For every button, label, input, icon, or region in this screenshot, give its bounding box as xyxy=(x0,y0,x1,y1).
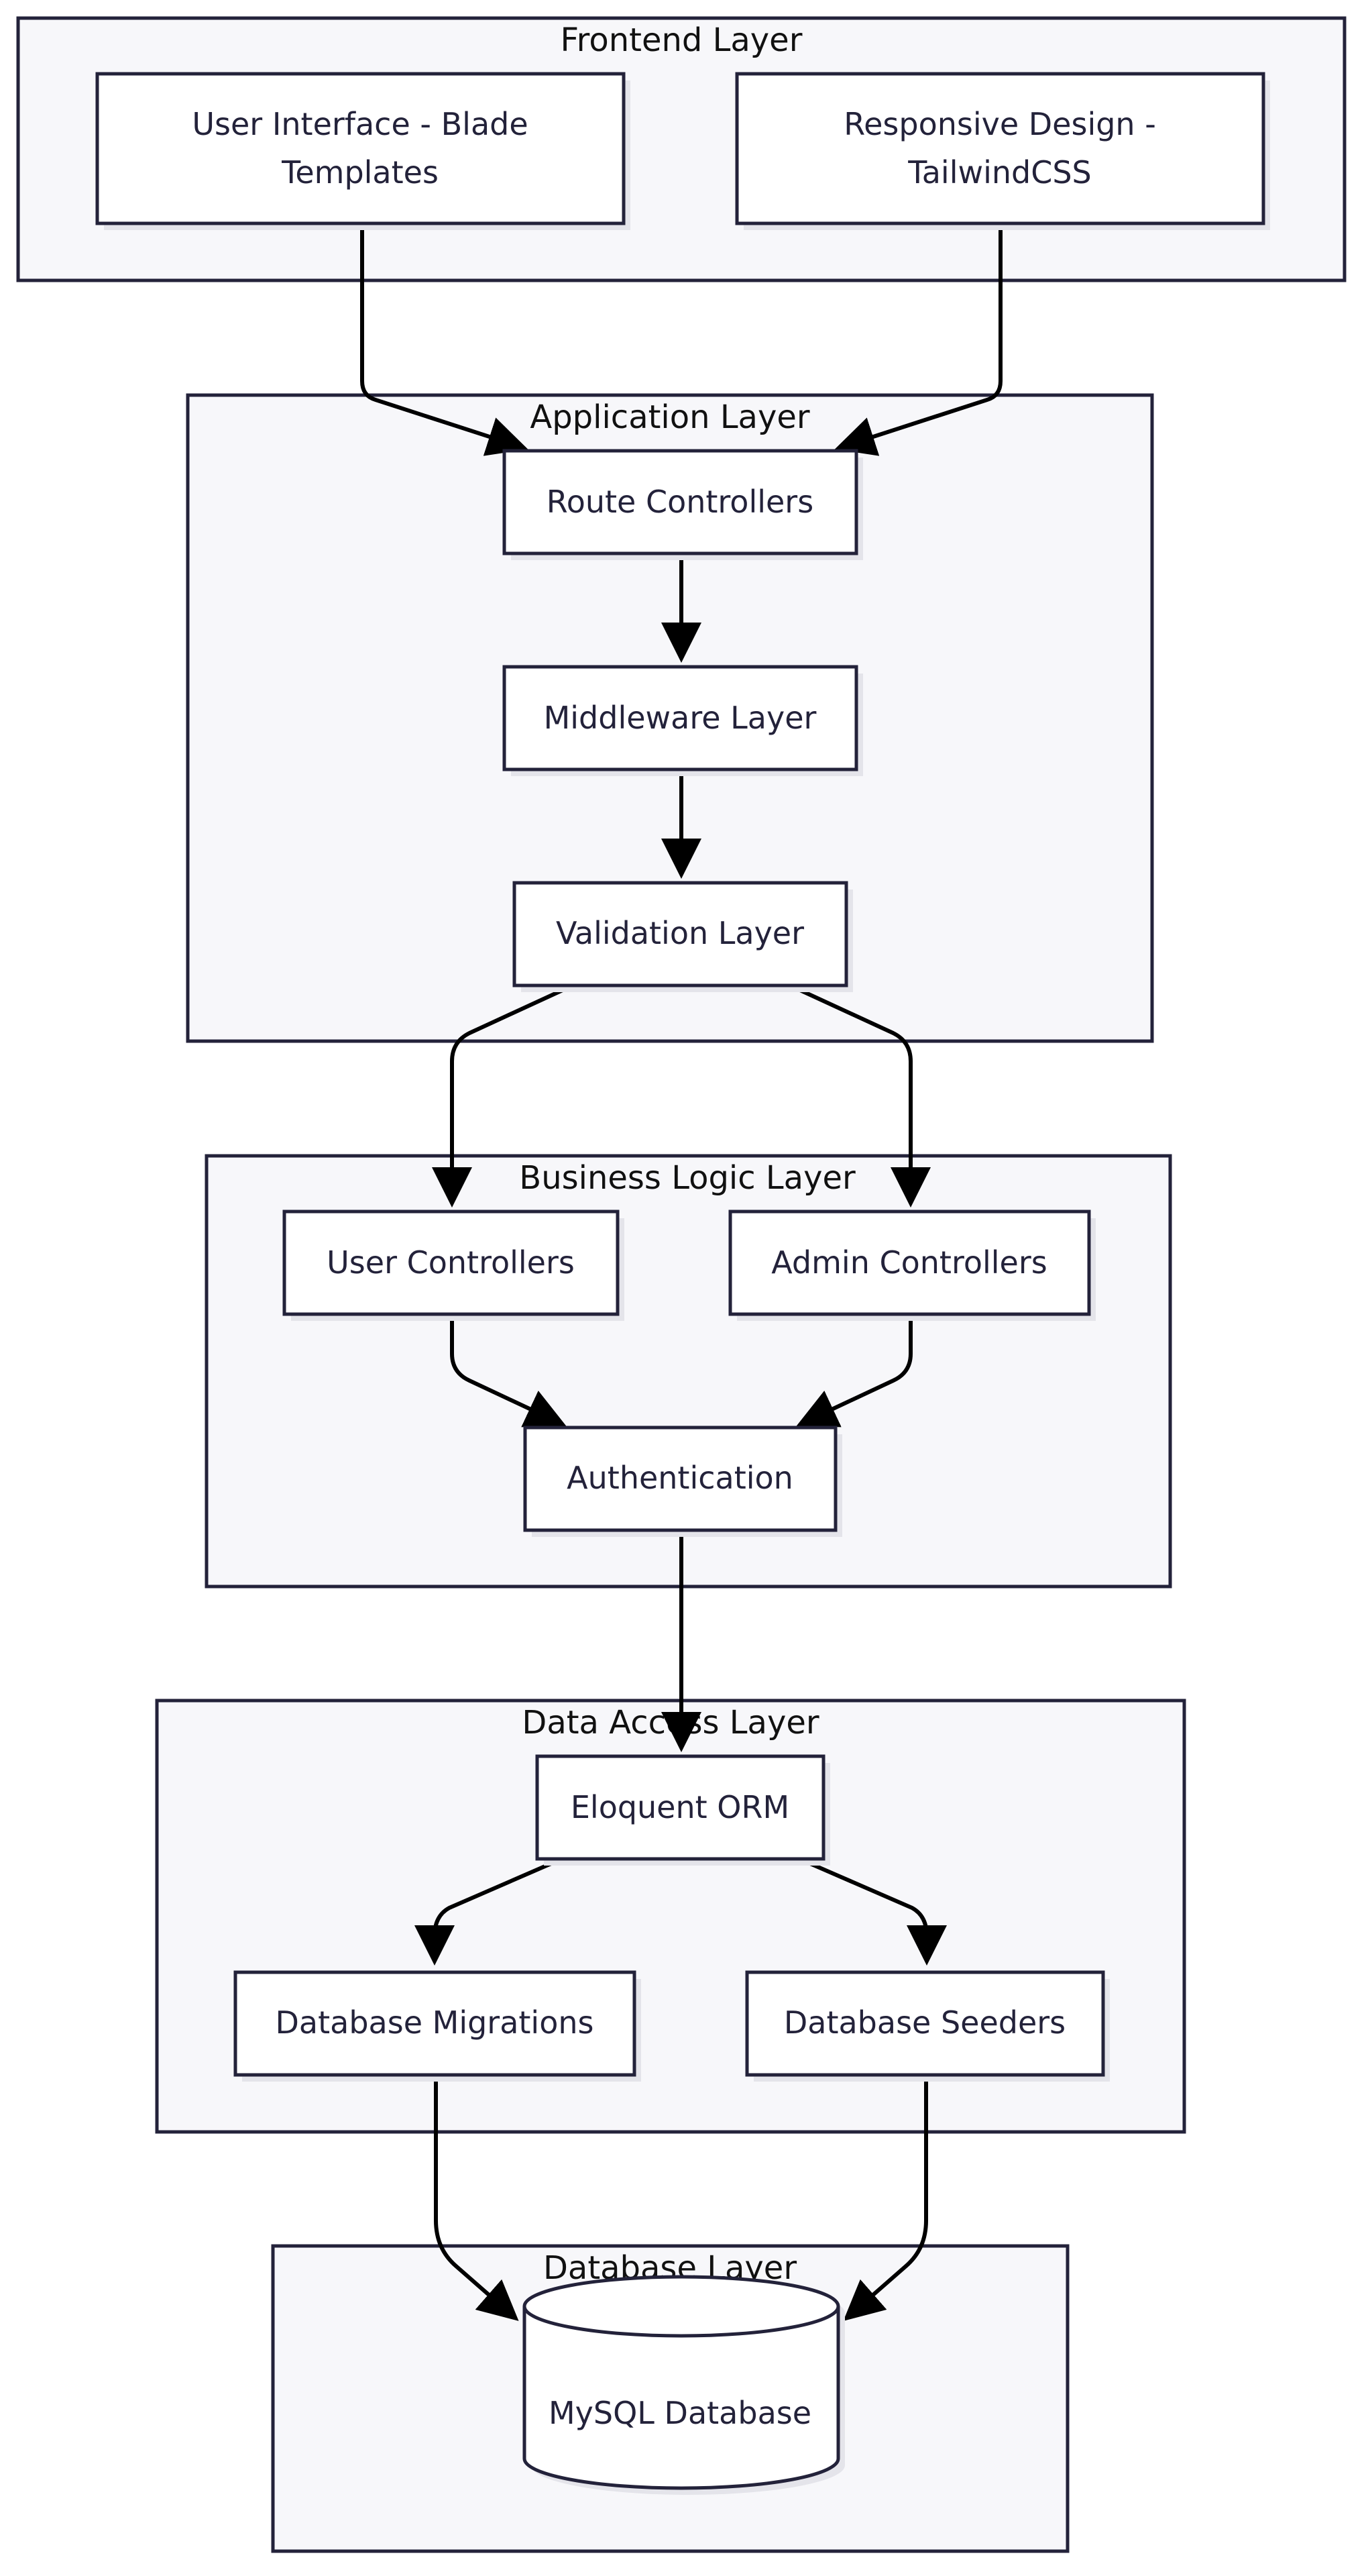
node-ui-blade-templates: User Interface - Blade Templates xyxy=(95,72,630,230)
node-mysql-label: MySQL Database xyxy=(549,2395,811,2431)
edge-seeders-to-mysql xyxy=(843,2073,928,2321)
edge-migrations-to-mysql xyxy=(434,2073,519,2321)
node-mysql-database: MySQL Database xyxy=(522,2275,845,2495)
node-responsive-design: Responsive Design - TailwindCSS xyxy=(735,72,1270,230)
node-seeders-label: Database Seeders xyxy=(784,2004,1066,2041)
node-route-controllers-label: Route Controllers xyxy=(547,484,813,520)
application-layer-title: Application Layer xyxy=(530,398,810,436)
node-responsive-line1: Responsive Design - xyxy=(844,106,1156,142)
business-logic-layer-title: Business Logic Layer xyxy=(519,1159,856,1197)
edge-validation-to-user-controllers xyxy=(432,984,573,1208)
node-database-migrations: Database Migrations xyxy=(233,1970,641,2082)
node-eloquent-label: Eloquent ORM xyxy=(571,1789,789,1825)
node-middleware-layer: Middleware Layer xyxy=(502,665,863,776)
node-middleware-label: Middleware Layer xyxy=(544,700,817,736)
node-responsive-line2: TailwindCSS xyxy=(907,154,1092,191)
edge-eloquent-to-migrations xyxy=(414,1857,564,1966)
edge-ui-blade-to-route xyxy=(360,221,528,456)
node-admin-controllers: Admin Controllers xyxy=(728,1210,1096,1321)
node-admin-controllers-label: Admin Controllers xyxy=(771,1244,1047,1281)
edge-admin-controllers-to-auth xyxy=(796,1313,913,1428)
edge-responsive-to-route xyxy=(834,221,1003,456)
node-user-controllers-label: User Controllers xyxy=(327,1244,575,1281)
frontend-layer-title: Frontend Layer xyxy=(561,21,803,59)
node-authentication-label: Authentication xyxy=(567,1460,793,1496)
edges xyxy=(360,221,1003,2321)
node-ui-blade-line1: User Interface - Blade xyxy=(192,106,528,142)
edge-validation-to-admin-controllers xyxy=(789,984,931,1208)
node-eloquent-orm: Eloquent ORM xyxy=(535,1754,830,1866)
data-access-layer-title: Data Access Layer xyxy=(522,1704,819,1741)
edge-user-controllers-to-auth xyxy=(450,1313,567,1428)
node-validation-label: Validation Layer xyxy=(556,915,804,951)
database-cylinder-icon xyxy=(522,2275,840,2490)
node-user-controllers: User Controllers xyxy=(282,1210,624,1321)
node-route-controllers: Route Controllers xyxy=(502,449,863,560)
node-validation-layer: Validation Layer xyxy=(512,881,853,992)
node-authentication: Authentication xyxy=(523,1426,842,1537)
node-ui-blade-line2: Templates xyxy=(281,154,439,191)
node-database-seeders: Database Seeders xyxy=(745,1970,1110,2082)
edge-eloquent-to-seeders xyxy=(797,1857,947,1966)
node-migrations-label: Database Migrations xyxy=(276,2004,594,2041)
